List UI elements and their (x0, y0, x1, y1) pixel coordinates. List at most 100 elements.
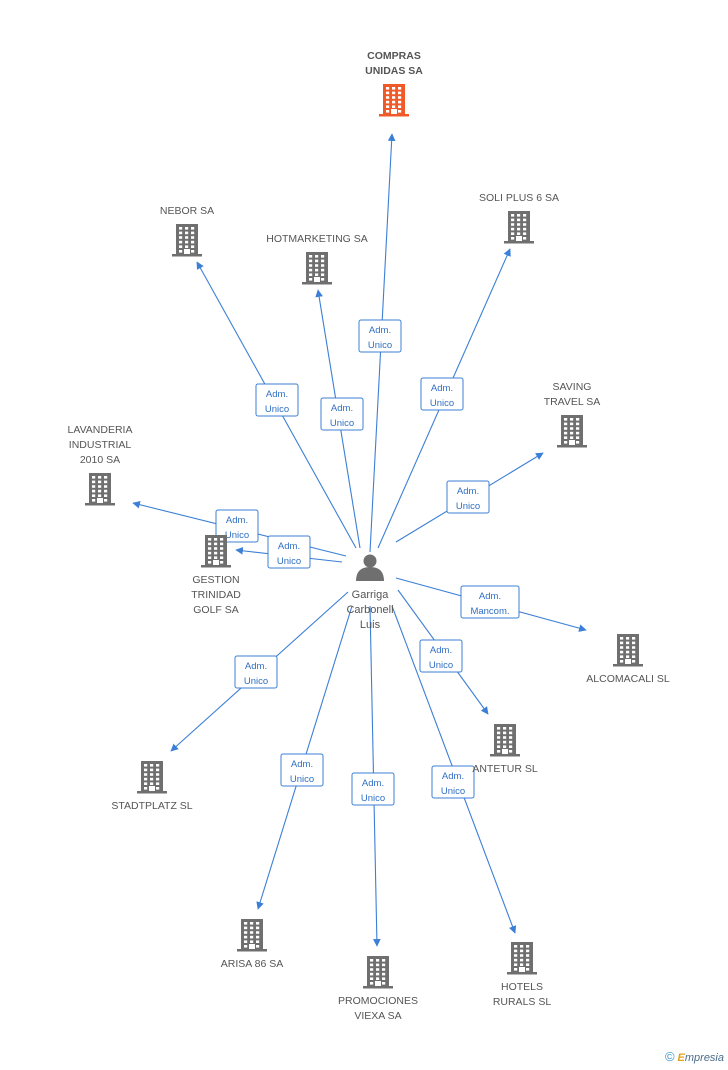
building-icon[interactable] (172, 224, 202, 257)
node-soliplus[interactable]: SOLI PLUS 6 SA (479, 192, 559, 244)
edge-label-line: Adm. (291, 759, 313, 770)
edge-gestion[interactable]: Adm. Unico (235, 535, 343, 569)
node-label-line: SAVING (553, 381, 592, 393)
empresia-logo[interactable]: ©Empresia (665, 1049, 724, 1064)
node-label-line: GESTION (192, 574, 239, 586)
edge-label-line: Unico (244, 676, 268, 687)
edge-lavanderia[interactable]: Adm.Unico (132, 500, 347, 557)
node-antetur[interactable]: ANTETUR SL (472, 724, 538, 775)
person-icon[interactable] (356, 554, 384, 582)
node-label-line: GOLF SA (193, 604, 239, 616)
edge-label-box[interactable] (431, 765, 475, 799)
edge-label-line: Unico (430, 398, 454, 409)
edge-label-box[interactable] (215, 509, 259, 543)
building-icon[interactable] (302, 252, 332, 285)
node-label-line: TRINIDAD (191, 589, 241, 601)
edge-label-line: Unico (290, 774, 314, 785)
edge-soliplus[interactable]: Adm. Unico (377, 248, 511, 549)
edge-promociones[interactable]: Adm.Unico (351, 605, 395, 947)
edge-label-box[interactable] (420, 377, 464, 411)
edge-compras[interactable]: Adm. Unico (358, 133, 402, 553)
edge-label-box[interactable] (358, 319, 402, 353)
edge-label-line: Adm. (369, 325, 391, 336)
edge-label-line: Unico (368, 340, 392, 351)
node-label: NEBOR SA (160, 205, 214, 217)
edge-label-line: Unico (429, 660, 453, 671)
edge-label-box[interactable] (446, 480, 490, 514)
node-arisa[interactable]: ARISA 86 SA (221, 919, 283, 970)
edge-saving[interactable]: Adm.Unico (395, 452, 544, 543)
node-label-line: ANTETUR SL (472, 763, 538, 775)
edge-stadtplatz[interactable]: Adm. Unico (170, 591, 349, 752)
edge-label-line: Mancom. (470, 606, 509, 617)
building-icon[interactable] (85, 473, 115, 506)
building-icon[interactable] (504, 211, 534, 244)
node-label-line: RURALS SL (493, 996, 552, 1008)
edge-label-line: Adm. (278, 541, 300, 552)
edge-hotels[interactable]: Adm. Unico (391, 605, 517, 934)
building-icon[interactable] (557, 415, 587, 448)
node-label: ARISA 86 SA (221, 958, 283, 970)
building-icon[interactable] (363, 956, 393, 989)
edge-hotmarketing[interactable]: Adm.Unico (315, 289, 364, 549)
edge-arisa[interactable]: Adm. Unico (256, 605, 353, 910)
building-icon[interactable] (137, 761, 167, 794)
edge-label: Adm. Unico (368, 325, 392, 351)
edge-label-line: Adm. (331, 403, 353, 414)
edge-label-line: Adm. (431, 383, 453, 394)
node-label: HOTMARKETING SA (266, 233, 368, 245)
brand-rest: mpresia (684, 1052, 724, 1064)
node-label-line: NEBOR SA (160, 205, 214, 217)
building-icon[interactable] (490, 724, 520, 757)
edge-label-line: Adm. (362, 778, 384, 789)
edge-label-line: Adm. (245, 661, 267, 672)
edge-label-box[interactable] (280, 753, 324, 787)
building-icon[interactable] (613, 634, 643, 667)
node-nebor[interactable]: NEBOR SA (160, 205, 214, 257)
edge-label-line: Adm. (266, 389, 288, 400)
edge-label-line: Unico (277, 556, 301, 567)
node-label-line: LAVANDERIA (68, 424, 133, 436)
node-label: ANTETUR SL (472, 763, 538, 775)
edge-label: Adm.Unico (456, 486, 480, 512)
node-label-line: UNIDAS SA (365, 65, 423, 77)
edge-label: Adm. Unico (277, 541, 301, 567)
edge-label-box[interactable] (267, 535, 311, 569)
edge-antetur[interactable]: Adm. Unico (397, 589, 489, 715)
building-icon[interactable] (201, 535, 231, 568)
edge-label-box[interactable] (320, 397, 364, 431)
building-icon[interactable] (379, 84, 409, 117)
node-gestion[interactable]: GESTION TRINIDAD GOLF SA (191, 535, 241, 616)
node-alcomacali[interactable]: ALCOMACALI SL (586, 634, 670, 685)
edge-label-box[interactable] (255, 383, 299, 417)
building-icon[interactable] (237, 919, 267, 952)
edge-label-box[interactable] (460, 585, 520, 619)
edge-label-line: Adm. (479, 591, 501, 602)
node-label: ALCOMACALI SL (586, 673, 670, 685)
edge-label-box[interactable] (351, 772, 395, 806)
edge-label-line: Unico (441, 786, 465, 797)
building-icon[interactable] (507, 942, 537, 975)
edge-label-line: Adm. (442, 771, 464, 782)
node-hotmarketing[interactable]: HOTMARKETING SA (266, 233, 368, 285)
node-label: GESTION TRINIDAD GOLF SA (191, 574, 241, 616)
edge-label: Adm.Unico (265, 389, 289, 415)
edge-alcomacali[interactable]: Adm. Mancom. (395, 577, 587, 632)
edge-label-box[interactable] (419, 639, 463, 673)
node-stadtplatz[interactable]: STADTPLATZ SL (111, 761, 193, 812)
edge-label-line: Adm. (226, 515, 248, 526)
brand-initial: E (677, 1052, 685, 1064)
edge-nebor[interactable]: Adm.Unico (196, 261, 357, 549)
edge-label-box[interactable] (234, 655, 278, 689)
edge-label-line: Adm. (430, 645, 452, 656)
